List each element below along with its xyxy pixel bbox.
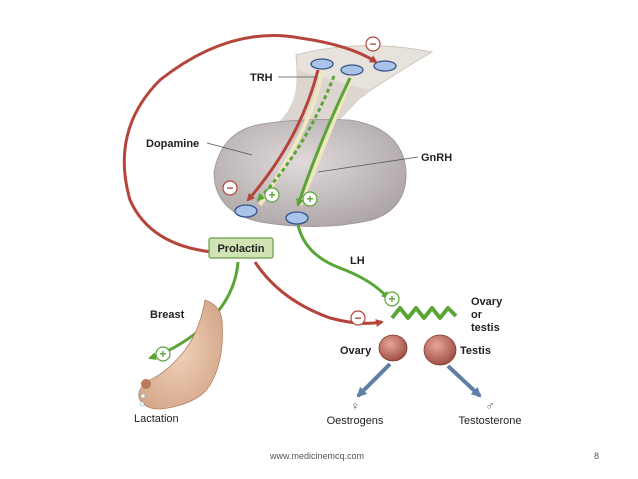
dopamine-arrow — [246, 69, 320, 202]
lactotroph-receptor — [234, 204, 258, 218]
lh-label: LH — [350, 255, 365, 267]
pituitary-stalk — [268, 70, 368, 130]
lactation-label: Lactation — [134, 413, 179, 425]
footer-url: www.medicinemcq.com — [270, 451, 365, 461]
svg-text:−: − — [354, 311, 361, 325]
gnrh-label: GnRH — [421, 152, 452, 164]
dopamine-leader — [206, 142, 253, 156]
svg-text:+: + — [306, 192, 313, 206]
testosterone-arrow — [446, 364, 482, 398]
prolactin-to-gonad-arrow — [253, 261, 384, 328]
plus-sign-trh: + — [264, 187, 280, 203]
ovary-or-testis-label-3: testis — [471, 322, 500, 334]
svg-text:+: + — [388, 292, 395, 306]
gonadotroph-receptor — [285, 211, 309, 225]
trh-label: TRH — [250, 72, 273, 84]
minus-sign-gonad: − — [350, 310, 366, 326]
ovary-label: Ovary — [340, 345, 372, 357]
gnrh-tract — [298, 75, 354, 206]
svg-text:+: + — [159, 347, 166, 361]
gnrh-leader — [317, 156, 419, 173]
minus-sign-hypothalamus: − — [365, 36, 381, 52]
plus-sign-gnrh: + — [302, 191, 318, 207]
prolactin-box — [208, 237, 274, 259]
milk-drop — [139, 401, 145, 407]
ovary-or-testis-label-1: Ovary — [471, 296, 503, 308]
prolactin-feedback-arrow — [122, 34, 378, 254]
oestrogens-label: Oestrogens — [327, 415, 384, 427]
testis-illustration — [423, 334, 457, 366]
breast-illustration — [138, 299, 223, 410]
ovary-illustration — [378, 334, 408, 362]
plus-sign-breast: + — [155, 346, 171, 362]
lh-zigzag — [390, 306, 458, 320]
receptor-oval — [340, 64, 364, 76]
lh-arrow — [296, 224, 390, 300]
female-symbol: ♀ — [351, 399, 360, 413]
ovary-or-testis-label-2: or — [471, 309, 483, 321]
svg-text:+: + — [268, 188, 275, 202]
receptor-oval — [373, 60, 397, 72]
gnrh-arrow — [296, 77, 352, 207]
prolactin-label: Prolactin — [217, 243, 264, 255]
nipple — [141, 379, 151, 389]
svg-text:−: − — [226, 181, 233, 195]
oestrogen-arrow — [356, 362, 392, 398]
milk-drop — [140, 393, 146, 399]
plus-sign-lh: + — [384, 291, 400, 307]
testosterone-label: Testosterone — [459, 415, 522, 427]
breast-label: Breast — [150, 309, 185, 321]
svg-text:−: − — [369, 37, 376, 51]
minus-sign-pituitary: − — [222, 180, 238, 196]
dopamine-label: Dopamine — [146, 138, 199, 150]
testis-label: Testis — [460, 345, 491, 357]
page-number: 8 — [594, 451, 600, 461]
male-symbol: ♂ — [486, 399, 495, 413]
trh-arrow — [256, 75, 336, 202]
receptor-oval — [310, 58, 334, 70]
